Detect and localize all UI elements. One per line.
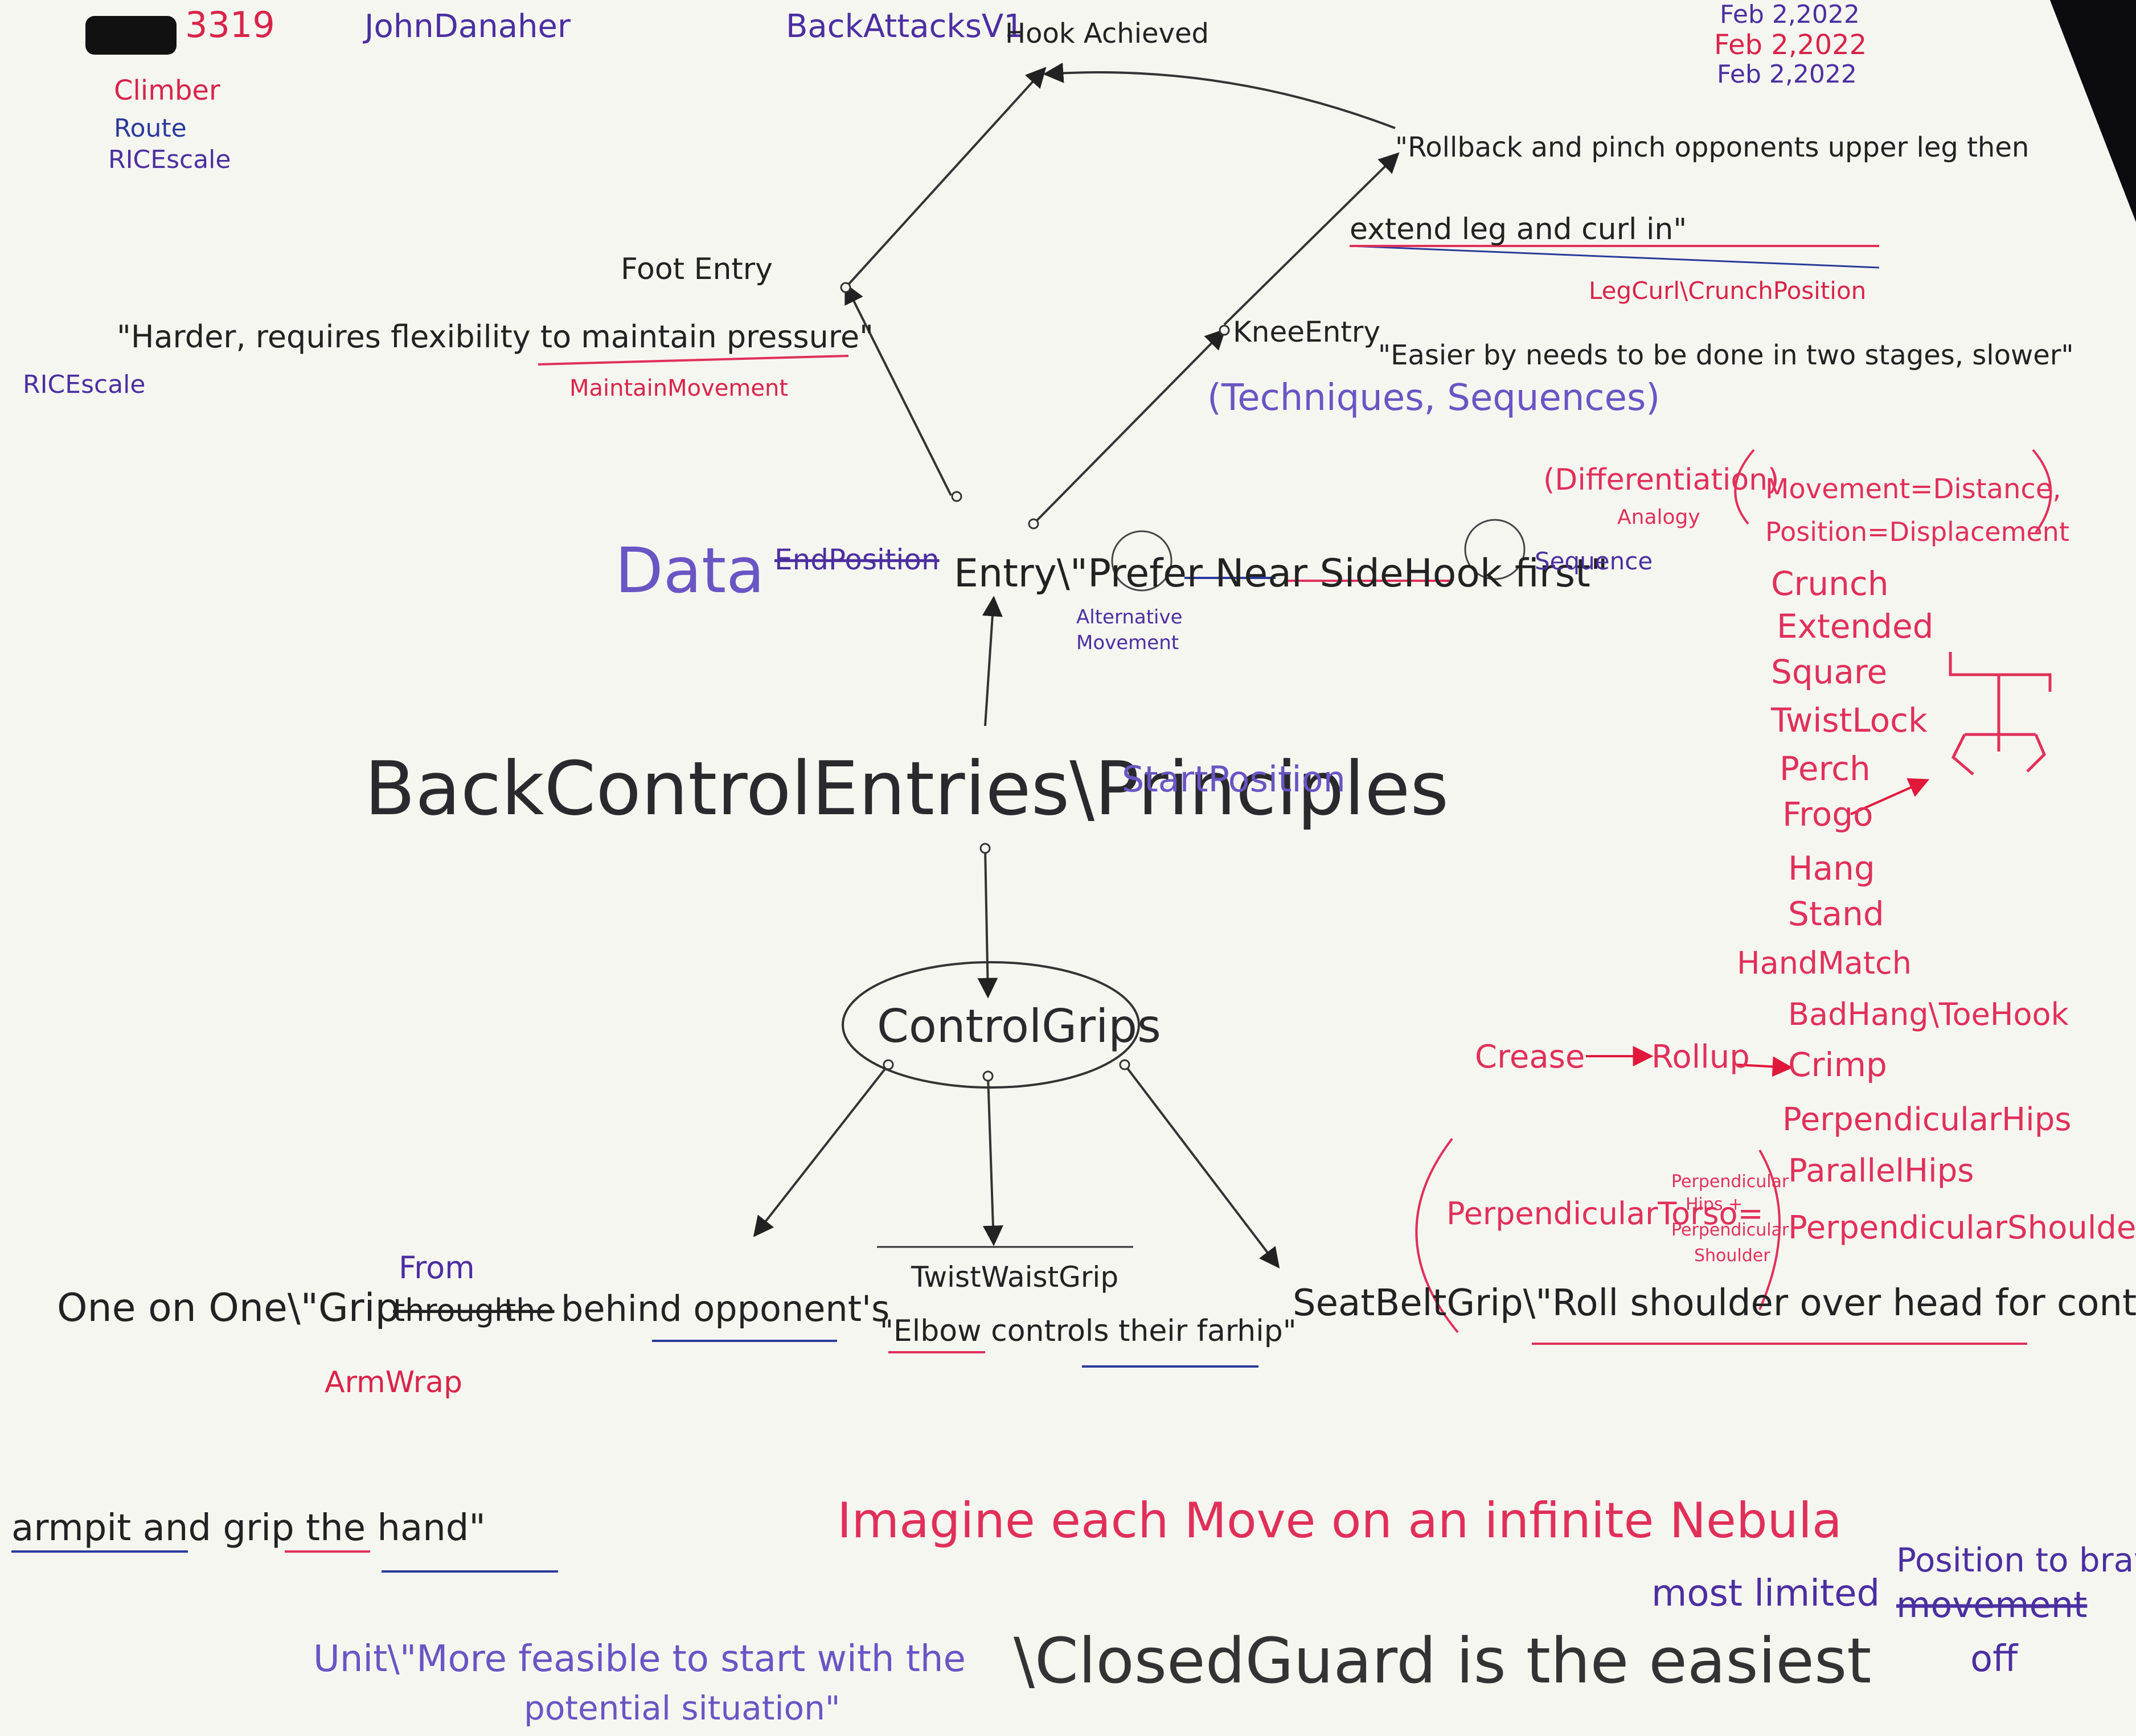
legcurl-tag: LegCurl\CrunchPosition — [1589, 277, 1866, 305]
control-grips-label: ControlGrips — [877, 1000, 1161, 1053]
foot-entry-title: Foot Entry — [621, 252, 773, 286]
extend-step: extend leg and curl in" — [1350, 212, 1687, 247]
ricescale-side-note: RICEscale — [23, 370, 145, 399]
goal-label: Hook Achieved — [1005, 18, 1209, 50]
perpendicular-torso: PerpendicularTorso= — [1446, 1196, 1764, 1232]
corner-note-route: Route — [114, 114, 187, 143]
twist-waist-quote: "Elbow controls their farhip" — [880, 1314, 1297, 1348]
alt-movement-2: Movement — [1076, 631, 1179, 654]
position-frogo: Frogo — [1782, 795, 1873, 834]
techniques-note: (Techniques, Sequences) — [1207, 377, 1660, 419]
climber-stick-figure-icon — [1949, 652, 2052, 775]
position-badhang: BadHang\ToeHook — [1788, 996, 2069, 1032]
off-note: off — [1970, 1638, 2019, 1680]
series-title: BackAttacksV1 — [786, 8, 1024, 45]
position-stand: Stand — [1788, 894, 1884, 933]
corner-note-ricescale: RICEscale — [108, 145, 231, 174]
page-number: 3319 — [185, 4, 275, 46]
position-to-brave: Position to brave — [1896, 1541, 2136, 1579]
seatbelt-grip: SeatBeltGrip\"Roll shoulder over head fo… — [1293, 1282, 2136, 1324]
position-crunch: Crunch — [1771, 564, 1889, 603]
differentiation-label: (Differentiation) — [1543, 463, 1779, 497]
date-3: Feb 2,2022 — [1717, 60, 1857, 89]
position-extended: Extended — [1777, 607, 1933, 646]
start-position: StartPosition — [1122, 758, 1346, 800]
line-grips-to-seatbelt — [1124, 1064, 1280, 1269]
grip-behind: behind opponent's — [561, 1288, 889, 1329]
grip-the: the — [504, 1292, 555, 1328]
control-grips-ellipse — [842, 961, 1140, 1089]
grip-through: through — [393, 1292, 514, 1328]
position-perpendicularshoulder: PerpendicularShoulder — [1788, 1209, 2136, 1246]
author-title: JohnDanaher — [363, 8, 571, 45]
underlines — [11, 245, 2027, 1573]
corner-note-climber: Climber — [114, 75, 220, 106]
position-square: Square — [1771, 652, 1887, 691]
crease-label: Crease — [1475, 1039, 1585, 1076]
line-grips-to-twist — [982, 1076, 1003, 1246]
center-title: BackControlEntries\Principles — [364, 745, 1449, 832]
perp-bracket-left — [1415, 1138, 1459, 1333]
one-on-one-grip: One on One\"Grip — [57, 1286, 400, 1331]
analogy-label: Analogy — [1617, 506, 1700, 529]
knee-entry-quote: "Easier by needs to be done in two stage… — [1378, 339, 2074, 371]
armwrap-tag: ArmWrap — [325, 1365, 462, 1400]
line-foot-to-hook — [844, 67, 1047, 289]
grip-from: From — [399, 1250, 475, 1286]
position-twistlock: TwistLock — [1770, 701, 1928, 740]
alt-movement-1: Alternative — [1076, 606, 1183, 629]
bracket-left — [1734, 449, 1755, 525]
line-center-to-entry — [982, 596, 1003, 727]
position-crimp: Crimp — [1788, 1045, 1887, 1084]
foot-entry-tag: MaintainMovement — [569, 375, 788, 401]
connector-dots — [840, 282, 1230, 1082]
line-entry-to-knee — [1032, 329, 1226, 525]
date-1: Feb 2,2022 — [1720, 0, 1860, 29]
rollback-step: "Rollback and pinch opponents upper leg … — [1395, 132, 2029, 163]
closed-guard: \ClosedGuard is the easiest — [1014, 1624, 1871, 1697]
perp-bracket-right — [1758, 1149, 1781, 1310]
date-2: Feb 2,2022 — [1714, 29, 1867, 61]
position-perch: Perch — [1780, 749, 1871, 788]
sequence-label: Sequence — [1535, 547, 1653, 575]
endposition-label: EndPosition — [774, 543, 940, 576]
perp-sub-3: Perpendicular — [1671, 1220, 1789, 1240]
first-circle — [1464, 519, 1526, 580]
knee-entry-title: KneeEntry — [1233, 315, 1380, 348]
line-rollback-to-hook — [1043, 62, 1396, 129]
position-perpendicularhips: PerpendicularHips — [1782, 1101, 2071, 1138]
entry-label: Entry\"Prefer Near SideHook first" — [954, 551, 1608, 596]
bracket-right — [2032, 449, 2052, 533]
imagine-nebula: Imagine each Move on an infinite Nebula — [837, 1492, 1842, 1549]
perp-sub-1: Perpendicular — [1671, 1172, 1789, 1192]
paper-shadow — [2050, 0, 2136, 222]
connectors — [753, 62, 1400, 1269]
position-handmatch: HandMatch — [1737, 945, 1912, 981]
perp-sub-4: Shoulder — [1694, 1246, 1770, 1266]
foot-entry-quote: "Harder, requires flexibility to maintai… — [117, 319, 874, 355]
line-knee-to-rollback — [1223, 152, 1400, 326]
prefer-circle — [1111, 530, 1172, 592]
line-entry-to-foot — [844, 282, 952, 496]
def-position: Position=Displacement — [1765, 516, 2069, 547]
twist-waist-title: TwistWaistGrip — [911, 1261, 1118, 1294]
def-movement: Movement=Distance, — [1765, 473, 2061, 505]
unit-quote-2: potential situation" — [524, 1689, 841, 1727]
movement-note: movement — [1896, 1584, 2087, 1626]
redaction-block — [85, 16, 177, 55]
grip-continuation: armpit and grip the hand" — [11, 1507, 486, 1549]
line-grips-to-oneonone — [753, 1064, 889, 1237]
red-arrows — [1586, 778, 1930, 1077]
perp-sub-2: Hips + — [1686, 1195, 1743, 1214]
most-limited: most limited — [1651, 1573, 1880, 1615]
position-parallelhips: ParallelHips — [1788, 1152, 1974, 1189]
position-hang: Hang — [1788, 849, 1875, 888]
rollup-label: Rollup — [1651, 1039, 1750, 1076]
line-center-to-grips — [977, 848, 998, 999]
data-label: Data — [615, 534, 765, 607]
unit-quote: Unit\"More feasible to start with the — [313, 1638, 966, 1680]
